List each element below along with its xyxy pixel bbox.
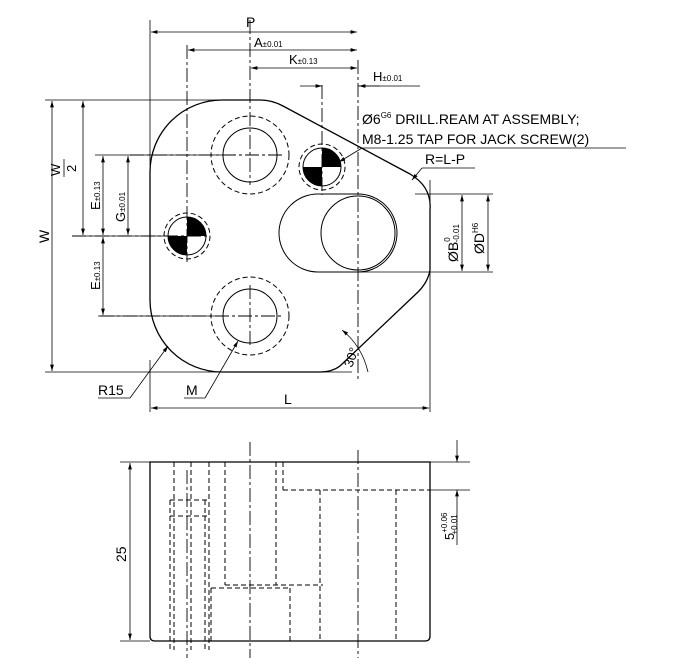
dim-height-label: 25 <box>113 546 129 562</box>
R-equation-label: R=L-P <box>425 151 465 167</box>
dim-A-label: A±0.01 <box>254 35 283 50</box>
front-outline <box>149 461 431 642</box>
angle-label: 30° <box>341 345 362 369</box>
dim-D-label: ØDH6 <box>471 222 487 254</box>
note-line-2: M8-1.25 TAP FOR JACK SCREW(2) <box>362 131 589 147</box>
dim-E-upper-label: E±0.13 <box>88 181 103 210</box>
svg-text:W: W <box>48 163 63 176</box>
dim-W-label: W <box>36 229 52 243</box>
note-line-1: Ø6G6 DRILL.REAM AT ASSEMBLY; <box>362 111 580 127</box>
front-view: 25 5+0.06+0.01 <box>113 440 470 658</box>
top-view: P A±0.01 K±0.13 H±0.01 W W 2 E±0.13 G±0.… <box>36 14 626 412</box>
dim-H-label: H±0.01 <box>373 69 403 84</box>
dim-W-half-label: W 2 <box>48 159 79 177</box>
M-label: M <box>186 382 198 398</box>
R15-label: R15 <box>98 382 124 398</box>
dim-K-label: K±0.13 <box>289 52 318 67</box>
dim-P-label: P <box>246 14 255 30</box>
dim-depth-label: 5+0.06+0.01 <box>440 512 459 540</box>
dim-B-label: ØB0-0.01 <box>443 224 461 262</box>
dim-L-label: L <box>284 391 292 407</box>
dim-E-lower-label: E±0.13 <box>88 261 103 290</box>
svg-text:2: 2 <box>64 165 79 172</box>
dim-G-label: G±0.01 <box>113 191 128 222</box>
slot-outline <box>278 193 398 273</box>
